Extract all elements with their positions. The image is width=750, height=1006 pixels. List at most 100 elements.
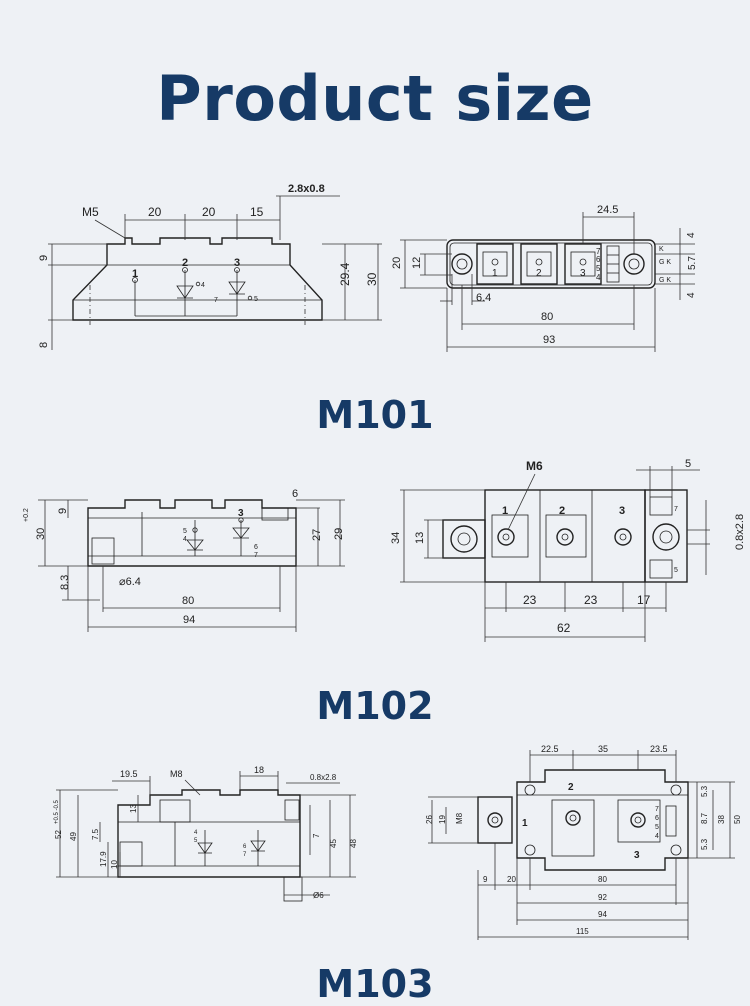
m101-tag-gk1: G K <box>659 259 671 266</box>
m101-top-w-cap: 24.5 <box>597 204 618 216</box>
m101-side-pin-1: 1 <box>132 268 138 280</box>
m103-top-h7: 50 <box>733 815 742 824</box>
m103-top-t-6: 6 <box>655 815 659 822</box>
m101-top-length: 93 <box>543 334 555 346</box>
m102-side-gate-5: 5 <box>183 528 187 535</box>
m102-side-length: 94 <box>183 614 195 626</box>
m102-side-h-right: 29 <box>333 528 345 540</box>
m103-side-h-c: 13 <box>129 804 138 813</box>
m102-side-h-base: 8.3 <box>59 575 71 590</box>
m101-side-tab: 2.8x0.8 <box>288 183 325 195</box>
m102-side-gate-7: 7 <box>254 552 258 559</box>
m103-side-gate-4: 4 <box>194 830 198 836</box>
m102-side-h-small: 6 <box>292 488 298 500</box>
m101-side-h-body: 29.4 <box>338 262 352 286</box>
m103-side-w-a: 19.5 <box>120 769 138 779</box>
m103-side-h-f: 10 <box>110 860 119 869</box>
m103-top-b2: 20 <box>507 875 516 884</box>
m101-side-gate-7: 7 <box>214 297 218 304</box>
m102-top-tab-5: 5 <box>674 567 678 574</box>
m102-side-view: 3 5 4 6 7 30 +0.2 9 8.3 6 27 29 80 ⌀6.4 … <box>23 488 345 632</box>
m103-side-gate-7: 7 <box>243 852 247 858</box>
m103-top-h4: 8.7 <box>700 812 709 824</box>
m101-side-gate-5: 5 <box>254 296 258 303</box>
m101-top-h-body: 20 <box>391 257 403 269</box>
m101-side-pin-3: 3 <box>234 257 240 269</box>
m103-side-h-tol: +0.5 -0.5 <box>54 799 60 824</box>
m103-top-l2: 94 <box>598 910 607 919</box>
m101-tag-gk2: G K <box>659 277 671 284</box>
m101-top-pin-3: 3 <box>580 268 586 279</box>
m103-side-h-e: 17.9 <box>99 851 108 867</box>
m103-top-b1: 9 <box>483 875 488 884</box>
m103-top-h6: 38 <box>717 815 726 824</box>
m103-side-h-d: 7.5 <box>91 828 100 840</box>
m101-top-d-a: 4 <box>686 232 697 238</box>
m103-top-t-4: 4 <box>655 833 659 840</box>
m103-side-gate-6: 6 <box>243 844 247 850</box>
m103-top-t-5: 5 <box>655 824 659 831</box>
m101-term-7: 7 <box>596 247 601 256</box>
m102-side-gate-4: 4 <box>183 536 187 543</box>
page-title: Product size <box>156 62 594 135</box>
m103-side-gate-5: 5 <box>194 838 198 844</box>
m103-side-w-b: 18 <box>254 765 264 775</box>
m102-top-tab-7: 7 <box>674 506 678 513</box>
m103-top-h3: 5.3 <box>700 785 709 797</box>
m102-side-h-top: 9 <box>57 508 69 514</box>
m102-top-w3: 17 <box>637 593 651 607</box>
m103-top-pin-1: 1 <box>522 818 528 829</box>
m103-side-h-a: 52 <box>54 830 63 839</box>
m102-top-tab-w: 5 <box>685 458 691 470</box>
m102-side-pin-3: 3 <box>238 508 244 519</box>
m103-side-h-i: 48 <box>349 839 358 848</box>
m103-top-h1: 26 <box>425 815 434 824</box>
model-label-m102: M102 <box>316 684 434 728</box>
m103-side-h-g: 7 <box>312 833 321 838</box>
m101-top-view: 1 2 3 7 6 5 4 K G K G K 4 5.7 4 24.5 <box>391 204 698 352</box>
m102-top-view: 1 2 3 M6 7 5 5 0.8x2.8 34 13 <box>390 458 746 642</box>
m102-side-pitch: 80 <box>182 595 194 607</box>
m102-top-h-inner: 13 <box>414 532 426 544</box>
m102-top-tab: 0.8x2.8 <box>734 514 746 550</box>
m102-top-w2: 23 <box>584 593 598 607</box>
m101-side-w1: 20 <box>148 205 162 219</box>
m103-side-h-b: 49 <box>69 832 78 841</box>
m101-tag-k: K <box>659 246 664 253</box>
model-label-m101: M101 <box>316 393 434 437</box>
m103-top-h5: 5.3 <box>700 838 709 850</box>
m101-top-hole: 6.4 <box>476 292 491 304</box>
m103-top-screw: M8 <box>455 812 464 824</box>
m103-top-t-7: 7 <box>655 806 659 813</box>
m103-side-hole: Ø6 <box>313 891 324 900</box>
m101-term-4: 4 <box>596 273 601 282</box>
m101-top-pin-2: 2 <box>536 268 542 279</box>
m103-side-h-h: 45 <box>329 839 338 848</box>
m103-side-tab: 0.8x2.8 <box>310 773 337 782</box>
m101-top-d-b: 5.7 <box>687 256 698 270</box>
m102-side-hole: ⌀6.4 <box>119 576 141 588</box>
m102-side-h-body: 27 <box>311 529 323 541</box>
m103-top-view: 2 1 3 4 5 6 7 22.5 35 23.5 26 19 M8 5.3 … <box>425 744 742 940</box>
m101-top-pitch: 80 <box>541 311 553 323</box>
m101-term-5: 5 <box>596 264 601 273</box>
m102-top-h-total: 34 <box>390 532 402 544</box>
m102-top-pin-1: 1 <box>502 505 508 517</box>
model-label-m103: M103 <box>316 962 434 1006</box>
m103-top-w1: 22.5 <box>541 744 559 754</box>
m102-side-h-tol: +0.2 <box>23 508 30 522</box>
m103-top-l1: 92 <box>598 893 607 902</box>
m103-side-screw: M8 <box>170 769 183 779</box>
m103-top-pin-2: 2 <box>568 782 574 793</box>
m101-term-6: 6 <box>596 255 601 264</box>
m103-top-w2: 35 <box>598 744 608 754</box>
m101-side-h-top: 9 <box>38 255 50 261</box>
m102-side-h-total: 30 <box>35 528 47 540</box>
m103-top-pin-3: 3 <box>634 850 640 861</box>
m101-side-pin-2: 2 <box>182 257 188 269</box>
m102-top-w1: 23 <box>523 593 537 607</box>
m101-side-view: 1 2 3 4 5 7 20 20 15 M5 2.8x0.8 9 8 29.4… <box>38 183 382 350</box>
m101-side-w2: 20 <box>202 205 216 219</box>
m103-top-h2: 19 <box>438 815 447 824</box>
m101-side-h-bottom: 8 <box>38 342 50 348</box>
